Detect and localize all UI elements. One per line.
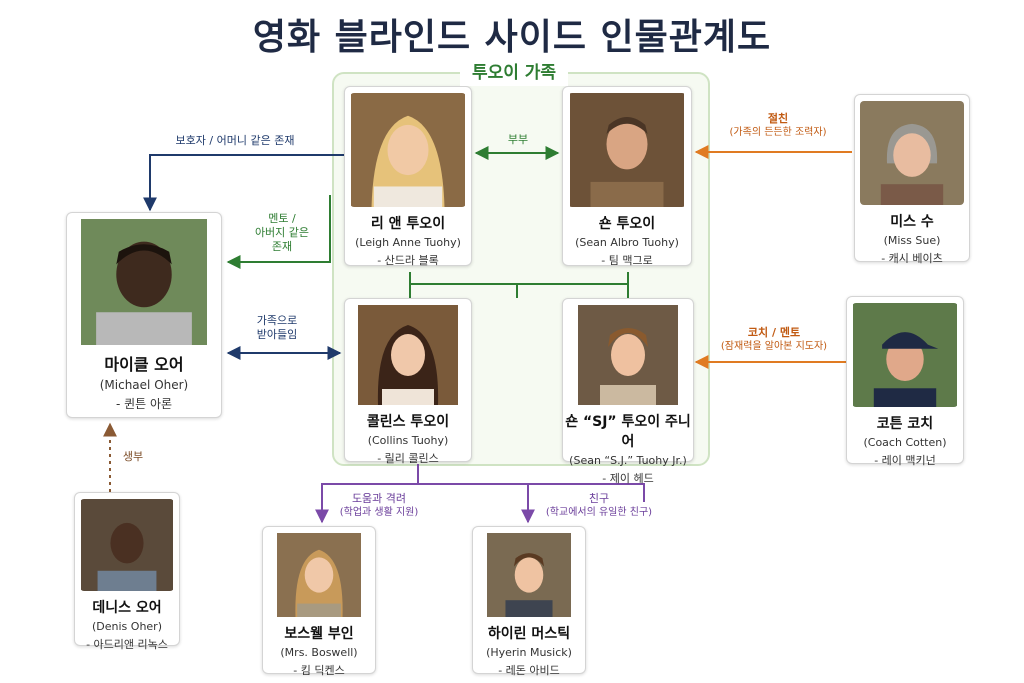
person-name: 리 앤 투오이 xyxy=(370,216,446,232)
portrait-sean xyxy=(568,93,686,207)
coach-label-sub: (잠재력을 알아본 지도자) xyxy=(720,341,828,352)
person-name: 하이린 머스틱 xyxy=(487,626,571,642)
person-card-denis: 데니스 오어 (Denis Oher) - 아드리앤 리녹스 xyxy=(74,492,180,651)
person-english-name: (Coach Cotten) xyxy=(863,436,947,449)
school-label: 친구 (학교에서의 유일한 친구) xyxy=(538,492,660,520)
mentor-label-line3: 존재 xyxy=(271,240,293,253)
friend-label: 절친 (가족의 든든한 조력자) xyxy=(716,112,840,140)
page-title: 영화 블라인드 사이드 인물관계도 xyxy=(252,17,772,58)
portrait-denis xyxy=(80,499,174,591)
person-card-leigh: 리 앤 투오이 (Leigh Anne Tuohy) - 산드라 블록 xyxy=(344,86,472,267)
person-english-name: (Mrs. Boswell) xyxy=(280,646,358,659)
person-card-misssue: 미스 수 (Miss Sue) - 캐시 베이츠 xyxy=(854,94,970,265)
school-line xyxy=(418,483,535,524)
person-english-name: (Sean Albro Tuohy) xyxy=(575,236,679,249)
adopt-label-line2: 받아들임 xyxy=(256,328,298,341)
mentor-label: 멘토 / 아버지 같은 존재 xyxy=(244,212,320,254)
guardian-line xyxy=(143,154,344,212)
children-bracket xyxy=(409,272,629,298)
person-name: 데니스 오어 xyxy=(92,600,162,616)
person-name: 숀 투오이 xyxy=(598,216,656,232)
guardian-label: 보호자 / 어머니 같은 존재 xyxy=(175,134,295,147)
adopt-label: 가족으로 받아들임 xyxy=(244,314,310,342)
school-label-main: 친구 xyxy=(588,492,610,505)
mentor-label-line2: 아버지 같은 xyxy=(254,226,310,239)
person-name: 마이클 오어 xyxy=(104,355,184,374)
portrait-misssue xyxy=(860,101,964,205)
person-name: 콜린스 투오이 xyxy=(366,414,450,430)
adopt-label-line1: 가족으로 xyxy=(256,314,298,327)
portrait-hyerin xyxy=(478,533,580,617)
family-group-title: 투오이 가족 xyxy=(460,60,568,86)
help-label-main: 도움과 격려 xyxy=(351,492,407,505)
person-card-michael: 마이클 오어 (Michael Oher) - 퀸튼 아론 xyxy=(66,212,222,418)
person-card-sj: 숀 “SJ” 투오이 주니어 (Sean “S.J.” Tuohy Jr.) -… xyxy=(562,298,694,485)
person-name: 코튼 코치 xyxy=(876,416,934,432)
person-actor: - 제이 헤드 xyxy=(602,472,654,485)
person-english-name: (Michael Oher) xyxy=(99,378,189,392)
person-name: 숀 “SJ” 투오이 주니어 xyxy=(565,414,691,450)
help-line xyxy=(315,464,419,524)
person-card-collins: 콜린스 투오이 (Collins Tuohy) - 릴리 콜린스 xyxy=(344,298,472,465)
person-actor: - 릴리 콜린스 xyxy=(377,452,439,465)
person-actor: - 레이 맥키넌 xyxy=(874,454,936,467)
portrait-michael xyxy=(72,219,216,345)
help-label-sub: (학업과 생활 지원) xyxy=(339,507,419,518)
person-english-name: (Miss Sue) xyxy=(883,234,941,247)
person-actor: - 퀸튼 아론 xyxy=(115,397,173,411)
person-name: 미스 수 xyxy=(890,214,934,230)
person-card-boswell: 보스웰 부인 (Mrs. Boswell) - 킴 딕켄스 xyxy=(262,526,376,677)
school-friend-extension xyxy=(528,483,645,502)
person-english-name: (Sean “S.J.” Tuohy Jr.) xyxy=(569,454,687,467)
school-label-sub: (학교에서의 유일한 친구) xyxy=(545,507,653,518)
portrait-collins xyxy=(350,305,466,405)
person-card-hyerin: 하이린 머스틱 (Hyerin Musick) - 레돈 아비드 xyxy=(472,526,586,677)
mentor-line xyxy=(226,195,331,269)
person-actor: - 산드라 블록 xyxy=(377,254,439,267)
person-english-name: (Leigh Anne Tuohy) xyxy=(355,236,461,249)
portrait-leigh xyxy=(350,93,466,207)
person-actor: - 레돈 아비드 xyxy=(498,664,560,677)
friend-label-main: 절친 xyxy=(767,112,789,125)
person-english-name: (Collins Tuohy) xyxy=(367,434,449,447)
person-actor: - 아드리앤 리녹스 xyxy=(86,638,168,651)
birth-label: 생부 xyxy=(122,450,144,463)
portrait-cotten xyxy=(852,303,958,407)
mentor-label-line1: 멘토 / xyxy=(268,212,296,225)
coach-label: 코치 / 멘토 (잠재력을 알아본 지도자) xyxy=(708,326,840,354)
help-label: 도움과 격려 (학업과 생활 지원) xyxy=(330,492,428,520)
portrait-sj xyxy=(568,305,688,405)
person-card-cotten: 코튼 코치 (Coach Cotten) - 레이 맥키넌 xyxy=(846,296,964,467)
couple-label: 부부 xyxy=(507,133,529,146)
person-english-name: (Hyerin Musick) xyxy=(486,646,572,659)
coach-label-main: 코치 / 멘토 xyxy=(747,326,801,339)
person-actor: - 팀 맥그로 xyxy=(601,254,653,267)
portrait-boswell xyxy=(268,533,370,617)
person-english-name: (Denis Oher) xyxy=(92,620,162,633)
person-actor: - 캐시 베이츠 xyxy=(881,252,943,265)
person-card-sean: 숀 투오이 (Sean Albro Tuohy) - 팀 맥그로 xyxy=(562,86,692,267)
friend-label-sub: (가족의 든든한 조력자) xyxy=(729,127,827,138)
person-name: 보스웰 부인 xyxy=(284,626,354,642)
person-actor: - 킴 딕켄스 xyxy=(293,664,345,677)
